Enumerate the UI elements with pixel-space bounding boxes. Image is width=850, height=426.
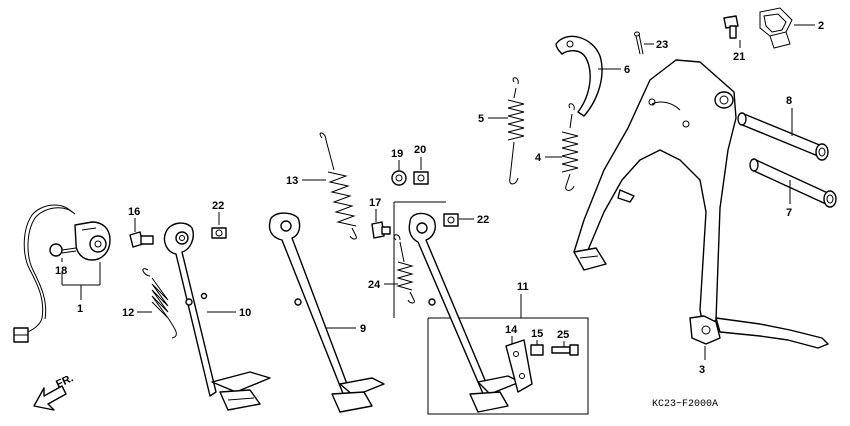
label-5-text: 5 [478, 113, 484, 125]
assembly-box-11: 11 [393, 201, 589, 415]
switch-plate-14: 14 [505, 324, 533, 393]
spring-5: 5 [478, 77, 525, 185]
bolt-17: 17 [369, 197, 391, 239]
main-stand-3: 3 [573, 59, 829, 376]
side-stand-switch [13, 204, 111, 343]
label-14-text: 14 [505, 324, 518, 336]
collar-15: 15 [530, 328, 544, 356]
label-16-text: 16 [128, 206, 140, 218]
label-22b-text: 22 [477, 214, 489, 226]
side-stand-assembly [408, 212, 521, 413]
label-13-text: 13 [286, 175, 298, 187]
label-15-text: 15 [531, 328, 543, 340]
nut-20: 20 [413, 144, 429, 185]
stopper-plate-6: 6 [555, 35, 630, 117]
spring-12: 12 [122, 268, 177, 339]
side-stand-10: 10 [163, 222, 271, 411]
label-3-text: 3 [699, 364, 705, 376]
bolt-21: 21 [723, 15, 745, 63]
spring-4: 4 [535, 103, 579, 191]
label-1: 1 [61, 262, 101, 315]
label-11-text: 11 [517, 281, 529, 293]
label-6-text: 6 [624, 64, 630, 76]
nut-22-left: 22 [211, 200, 227, 239]
cotter-pin-23: 23 [634, 31, 668, 55]
pipe-7: 7 [749, 158, 837, 219]
label-20-text: 20 [414, 144, 426, 156]
pivot-bolt-16: 16 [128, 206, 154, 248]
label-19-text: 19 [391, 148, 403, 160]
label-1-text: 1 [77, 303, 83, 315]
bolt-18 [49, 243, 77, 257]
front-direction-arrow: FR. [33, 372, 75, 411]
label-22a-text: 22 [212, 200, 224, 212]
pipe-8: 8 [737, 95, 829, 161]
spring-13: 13 [286, 132, 357, 240]
label-17-text: 17 [369, 197, 381, 209]
label-7-text: 7 [786, 207, 792, 219]
label-4-text: 4 [535, 152, 542, 164]
spring-24: 24 [368, 234, 415, 304]
label-8-text: 8 [786, 95, 792, 107]
diagram-code: KC23~F2000A [652, 399, 718, 410]
washer-19: 19 [391, 148, 407, 186]
label-12-text: 12 [122, 307, 134, 319]
label-18: 18 [55, 258, 67, 277]
label-18-text: 18 [55, 265, 67, 277]
label-21-text: 21 [733, 51, 745, 63]
label-10-text: 10 [239, 307, 251, 319]
clip-2: 2 [759, 7, 824, 49]
label-24-text: 24 [368, 279, 381, 291]
nut-22-right: 22 [443, 213, 489, 227]
label-25-text: 25 [557, 329, 569, 341]
label-9-text: 9 [360, 323, 366, 335]
bolt-25: 25 [551, 329, 579, 356]
side-stand-9: 9 [268, 212, 385, 413]
label-23-text: 23 [656, 39, 668, 51]
label-2-text: 2 [818, 20, 824, 32]
front-direction-text: FR. [54, 372, 75, 390]
